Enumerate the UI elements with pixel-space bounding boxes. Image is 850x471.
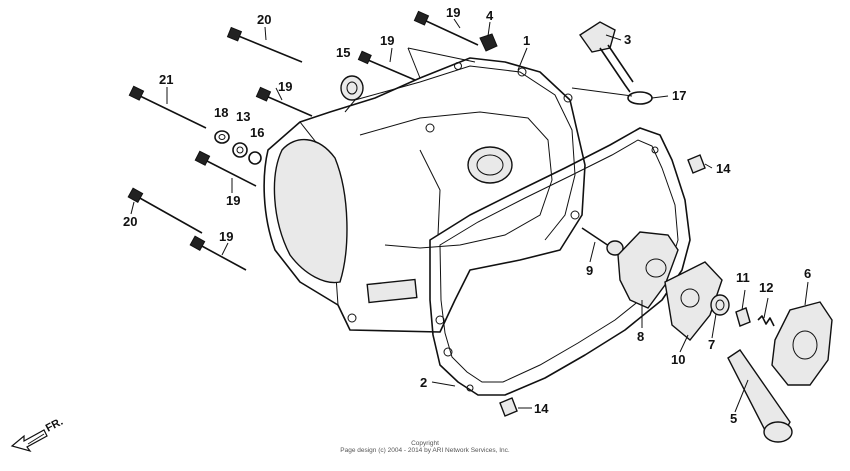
callout-19: 19 <box>380 33 394 48</box>
callout-16: 16 <box>250 125 264 140</box>
callout-5: 5 <box>730 411 737 426</box>
callout-21: 21 <box>159 72 173 87</box>
callout-13: 13 <box>236 109 250 124</box>
callout-19: 19 <box>278 79 292 94</box>
callout-19: 19 <box>446 5 460 20</box>
callout-18: 18 <box>214 105 228 120</box>
callout-17: 17 <box>672 88 686 103</box>
callout-12: 12 <box>759 280 773 295</box>
fr-label: FR. <box>44 416 65 435</box>
copyright-line-2: Page design (c) 2004 - 2014 by ARI Netwo… <box>340 447 510 454</box>
small-parts <box>214 33 706 417</box>
callout-6: 6 <box>804 266 811 281</box>
callout-10: 10 <box>671 352 685 367</box>
copyright-line-1: Copyright <box>411 440 439 447</box>
crankcase-cover <box>263 57 586 333</box>
oil-filler-cap <box>579 21 634 93</box>
callout-8: 8 <box>637 329 644 344</box>
callout-15: 15 <box>336 45 350 60</box>
callout-20: 20 <box>123 214 137 229</box>
callout-4: 4 <box>486 8 494 23</box>
callout-20: 20 <box>257 12 271 27</box>
callout-19: 19 <box>226 193 240 208</box>
callout-9: 9 <box>586 263 593 278</box>
callouts: 20 19 4 1 3 15 19 21 19 17 18 13 16 14 1… <box>123 5 811 426</box>
callout-2: 2 <box>420 375 427 390</box>
callout-1: 1 <box>523 33 530 48</box>
callout-11: 11 <box>736 270 750 285</box>
clutch-lifter-assembly <box>581 227 833 443</box>
callout-7: 7 <box>708 337 715 352</box>
leader-lines <box>130 18 809 413</box>
bolts <box>127 10 479 271</box>
callout-3: 3 <box>624 32 631 47</box>
callout-14: 14 <box>716 161 731 176</box>
callout-19: 19 <box>219 229 233 244</box>
callout-14: 14 <box>534 401 549 416</box>
